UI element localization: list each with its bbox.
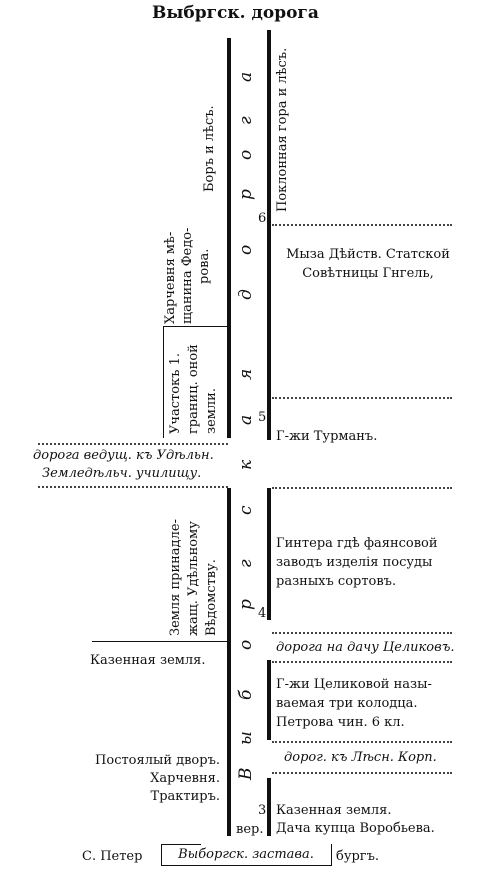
right-tselikova-line: Петрова чин. 6 кл. bbox=[276, 715, 405, 730]
left-dvor-line: Харчевня. bbox=[150, 771, 220, 786]
road-right-line-lower bbox=[267, 660, 271, 740]
left-uchastok-line: границ. оной bbox=[186, 344, 201, 434]
left-kazennaya-divider bbox=[92, 641, 228, 642]
road-letter: ы bbox=[236, 731, 256, 745]
road-letter: б bbox=[236, 689, 256, 700]
left-kharchevnya-divider bbox=[163, 326, 227, 327]
bottom-zastava-top-left bbox=[161, 844, 201, 845]
right-road-dotted-bottom bbox=[272, 661, 452, 663]
left-road-dotted-top bbox=[38, 443, 228, 445]
left-dvor-line: Постоялый дворъ. bbox=[95, 753, 220, 768]
road-letter: о bbox=[236, 149, 256, 160]
road-right-line-mid bbox=[267, 488, 271, 620]
left-kharchevnya-line: рова. bbox=[197, 248, 212, 284]
left-road-dotted-bottom bbox=[38, 486, 228, 488]
road-left-line-lower bbox=[227, 488, 231, 836]
road-letter: а bbox=[236, 71, 256, 82]
left-road-label-line2: Земледѣльч. училищу. bbox=[42, 466, 202, 481]
right-gintera-line: разныхъ сортовъ. bbox=[276, 574, 397, 589]
road-letter: В bbox=[236, 767, 256, 781]
right-gintera-line: заводъ изделія посуды bbox=[276, 555, 433, 570]
verst-marker-3: 3 bbox=[258, 803, 267, 818]
verst-unit-label: вер. bbox=[236, 822, 264, 837]
right-myza-line: Мыза Дѣйств. Статской bbox=[286, 247, 450, 262]
right-dotted-3 bbox=[272, 487, 452, 489]
left-kharchevnya-line: щанина Федо- bbox=[180, 227, 195, 324]
right-tselikova-line: ваемая три колодца. bbox=[276, 696, 418, 711]
verst-marker-4: 4 bbox=[258, 606, 267, 621]
right-gintera-line: Гинтера гдѣ фаянсовой bbox=[276, 536, 438, 551]
left-zemlya-line: Вѣдомству. bbox=[204, 559, 219, 636]
right-road-dotted-top bbox=[272, 632, 452, 634]
verst-marker-5: 5 bbox=[258, 410, 267, 425]
bottom-zastava-box bbox=[161, 844, 332, 866]
road-letter: д bbox=[236, 289, 256, 300]
left-zemlya-line: Земля принадле- bbox=[168, 519, 183, 636]
verst-marker-6: 6 bbox=[258, 211, 267, 226]
right-poklonnaya: Поклонная гора и лѣсъ. bbox=[275, 47, 290, 212]
road-letter: а bbox=[236, 414, 256, 425]
right-dotted-2 bbox=[272, 397, 452, 399]
right-kazennaya-line: Дача купца Воробьева. bbox=[276, 821, 435, 836]
road-letter: о bbox=[236, 244, 256, 255]
left-kazennaya-label: Казенная земля. bbox=[90, 653, 206, 668]
road-left-line-upper bbox=[227, 38, 231, 438]
right-road-lesn: дорог. къ Лѣсн. Корп. bbox=[284, 750, 437, 765]
right-dotted-1 bbox=[272, 224, 452, 226]
road-letter: к bbox=[236, 459, 256, 470]
left-uchastok-bracket bbox=[163, 326, 164, 438]
road-letter: я bbox=[236, 368, 256, 380]
left-uchastok-line: земли. bbox=[204, 388, 219, 434]
road-right-line-bottom bbox=[267, 778, 271, 836]
right-road-dacha: дорога на дачу Целиковъ. bbox=[276, 640, 455, 655]
right-myza-line: Совѣтницы Гнгель, bbox=[302, 266, 434, 281]
right-tselikova-line: Г-жи Целиковой назы- bbox=[276, 677, 432, 692]
bottom-zastava-label: Выборгск. застава. bbox=[178, 847, 314, 862]
left-bor-les: Боръ и лѣсъ. bbox=[202, 105, 217, 192]
bottom-left-label: С. Петер bbox=[82, 849, 143, 864]
right-kazennaya-line: Казенная земля. bbox=[276, 803, 392, 818]
right-road2-dotted-bottom bbox=[272, 772, 452, 774]
right-turman: Г-жи Турманъ. bbox=[276, 429, 378, 444]
left-road-label-line1: дорога ведущ. къ Удѣльн. bbox=[33, 448, 214, 463]
right-road2-dotted-top bbox=[272, 741, 452, 743]
road-letter: р bbox=[236, 599, 256, 610]
road-letter: с bbox=[236, 505, 256, 515]
bottom-right-label: бургъ. bbox=[336, 849, 380, 864]
left-uchastok-line: Участокъ 1. bbox=[168, 353, 183, 434]
road-right-line-upper bbox=[267, 30, 271, 440]
road-letter: г bbox=[236, 116, 256, 125]
road-letter: р bbox=[236, 189, 256, 200]
road-letter: г bbox=[236, 559, 256, 568]
road-letter: о bbox=[236, 639, 256, 650]
left-zemlya-line: жащ. Удѣльному bbox=[186, 521, 201, 636]
left-kharchevnya-line: Харчевня мѣ- bbox=[163, 231, 178, 324]
map-title: Выбргск. дорога bbox=[152, 3, 319, 23]
left-kharchevnya-block: Харчевня мѣ- щанина Федо- рова. bbox=[163, 228, 223, 325]
left-dvor-line: Трактиръ. bbox=[150, 789, 220, 804]
